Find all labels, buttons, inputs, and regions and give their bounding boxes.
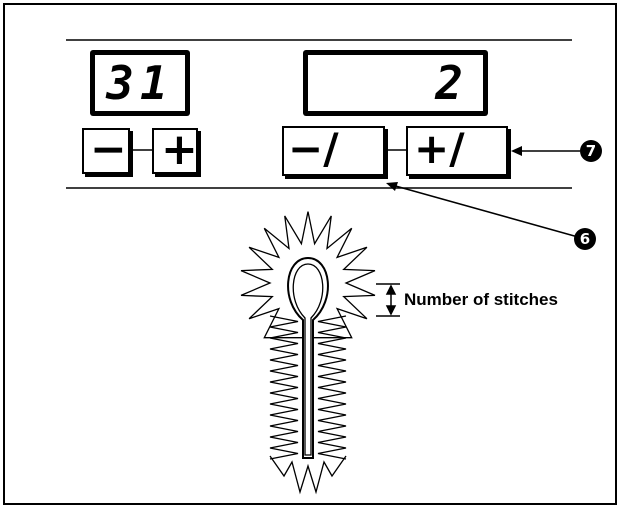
eyelet-buttonhole	[240, 211, 376, 495]
minus-stitch-back-button[interactable]: −/	[282, 124, 385, 176]
minus-icon: −	[90, 124, 127, 175]
minus-button[interactable]: −	[82, 124, 130, 175]
eyelet-hole	[292, 263, 324, 456]
callout-6-badge: 6	[574, 228, 596, 250]
callout-6-text: 6	[579, 230, 591, 248]
plus-button[interactable]: +	[152, 124, 198, 175]
callout-7-text: 7	[585, 142, 597, 160]
left-zigzag	[269, 315, 299, 460]
callout-7-badge: 7	[580, 140, 602, 162]
number-of-stitches-label: Number of stitches	[404, 290, 558, 309]
right-zigzag	[317, 315, 347, 460]
callout-6-leader	[391, 184, 579, 238]
left-display-value: 31	[95, 55, 185, 111]
stitch-count-display-left: 31	[90, 50, 190, 116]
stitch-count-bracket	[376, 283, 400, 317]
plus-slash-icon: +/	[414, 124, 465, 173]
bottom-spikes	[269, 455, 347, 495]
minus-slash-icon: −/	[288, 124, 339, 173]
callout-6-arrowhead	[386, 182, 398, 191]
callout-7-arrowhead	[511, 146, 522, 156]
right-display-value: 2	[308, 55, 483, 111]
diagram-frame	[3, 3, 617, 505]
value-display-right: 2	[303, 50, 488, 116]
plus-icon: +	[161, 124, 198, 175]
plus-stitch-forward-button[interactable]: +/	[406, 124, 508, 176]
